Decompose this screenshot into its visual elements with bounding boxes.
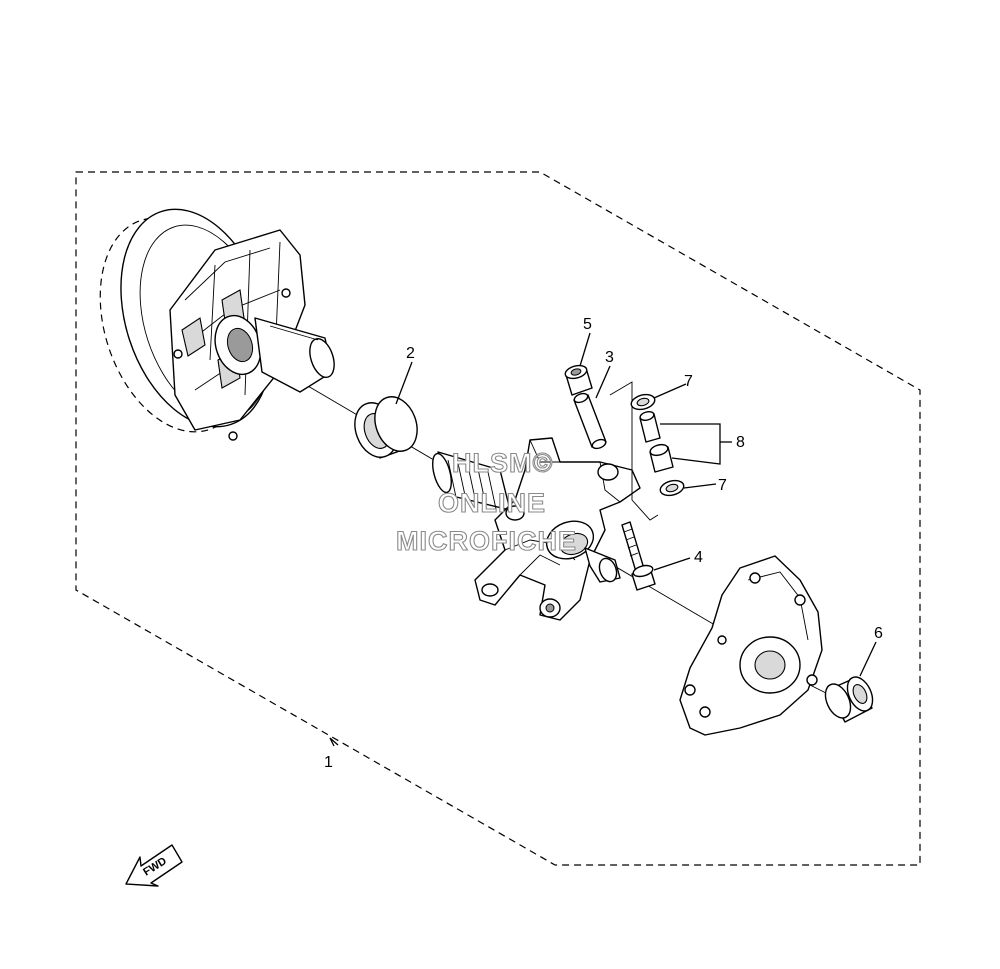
svg-text:MICROFICHE: MICROFICHE [396, 526, 577, 556]
watermark: HLSM© ONLINE MICROFICHE [395, 447, 577, 556]
bolt-part-4[interactable] [621, 521, 656, 591]
collar-bracket [609, 381, 659, 521]
washer-part-7-upper[interactable] [630, 392, 657, 412]
svg-text:ONLINE: ONLINE [438, 488, 546, 518]
leader-lines [329, 332, 877, 747]
sheave-housing[interactable] [74, 190, 338, 451]
callout-3: 3 [605, 349, 614, 366]
bearing-part-2[interactable] [348, 391, 425, 463]
callout-7-upper: 7 [684, 373, 693, 390]
callout-5: 5 [583, 316, 592, 333]
pin-part-3[interactable] [573, 392, 607, 450]
nut-part-5[interactable] [564, 363, 593, 396]
bushing-part-6[interactable] [820, 673, 877, 723]
washer-part-7-lower[interactable] [659, 478, 686, 498]
callout-6: 6 [874, 625, 883, 642]
spider-hub[interactable] [429, 437, 641, 621]
fwd-arrow-icon: FWD [125, 844, 183, 887]
callout-1: 1 [324, 754, 333, 771]
callout-4: 4 [694, 549, 703, 566]
collar-part-8-a[interactable] [639, 410, 661, 443]
callout-2: 2 [406, 345, 415, 362]
svg-text:HLSM©: HLSM© [452, 448, 553, 478]
collar-part-8-b[interactable] [649, 443, 674, 473]
cover-plate[interactable] [679, 555, 823, 736]
assembly-boundary [75, 171, 921, 866]
callout-7-lower: 7 [718, 477, 727, 494]
callout-8: 8 [736, 434, 745, 451]
